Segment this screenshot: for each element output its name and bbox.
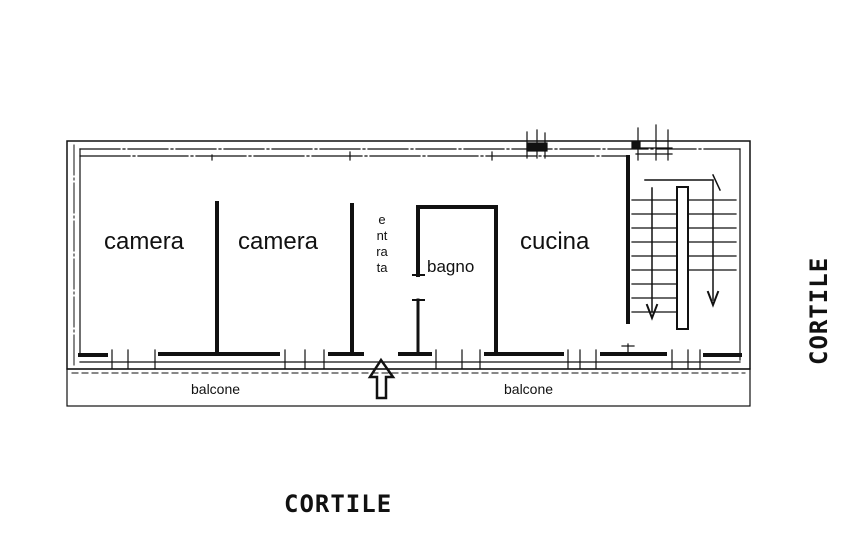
room-label-bagno: bagno: [427, 257, 475, 276]
balcony: [66, 368, 751, 407]
wall-bagno: [416, 205, 498, 355]
courtyard-label-bottom: CORTILE: [284, 490, 393, 518]
balcony-label-left: balcone: [191, 381, 241, 397]
room-label-entrata: entrata: [376, 212, 388, 275]
staircase: [631, 174, 737, 330]
room-label-cucina: cucina: [520, 228, 590, 255]
balcony-label-right: balcone: [504, 381, 554, 397]
entrance-arrow: [367, 357, 396, 400]
room-label-camera-2: camera: [238, 228, 319, 255]
room-label-camera-1: camera: [104, 228, 185, 255]
courtyard-label-right: CORTILE: [805, 256, 833, 365]
